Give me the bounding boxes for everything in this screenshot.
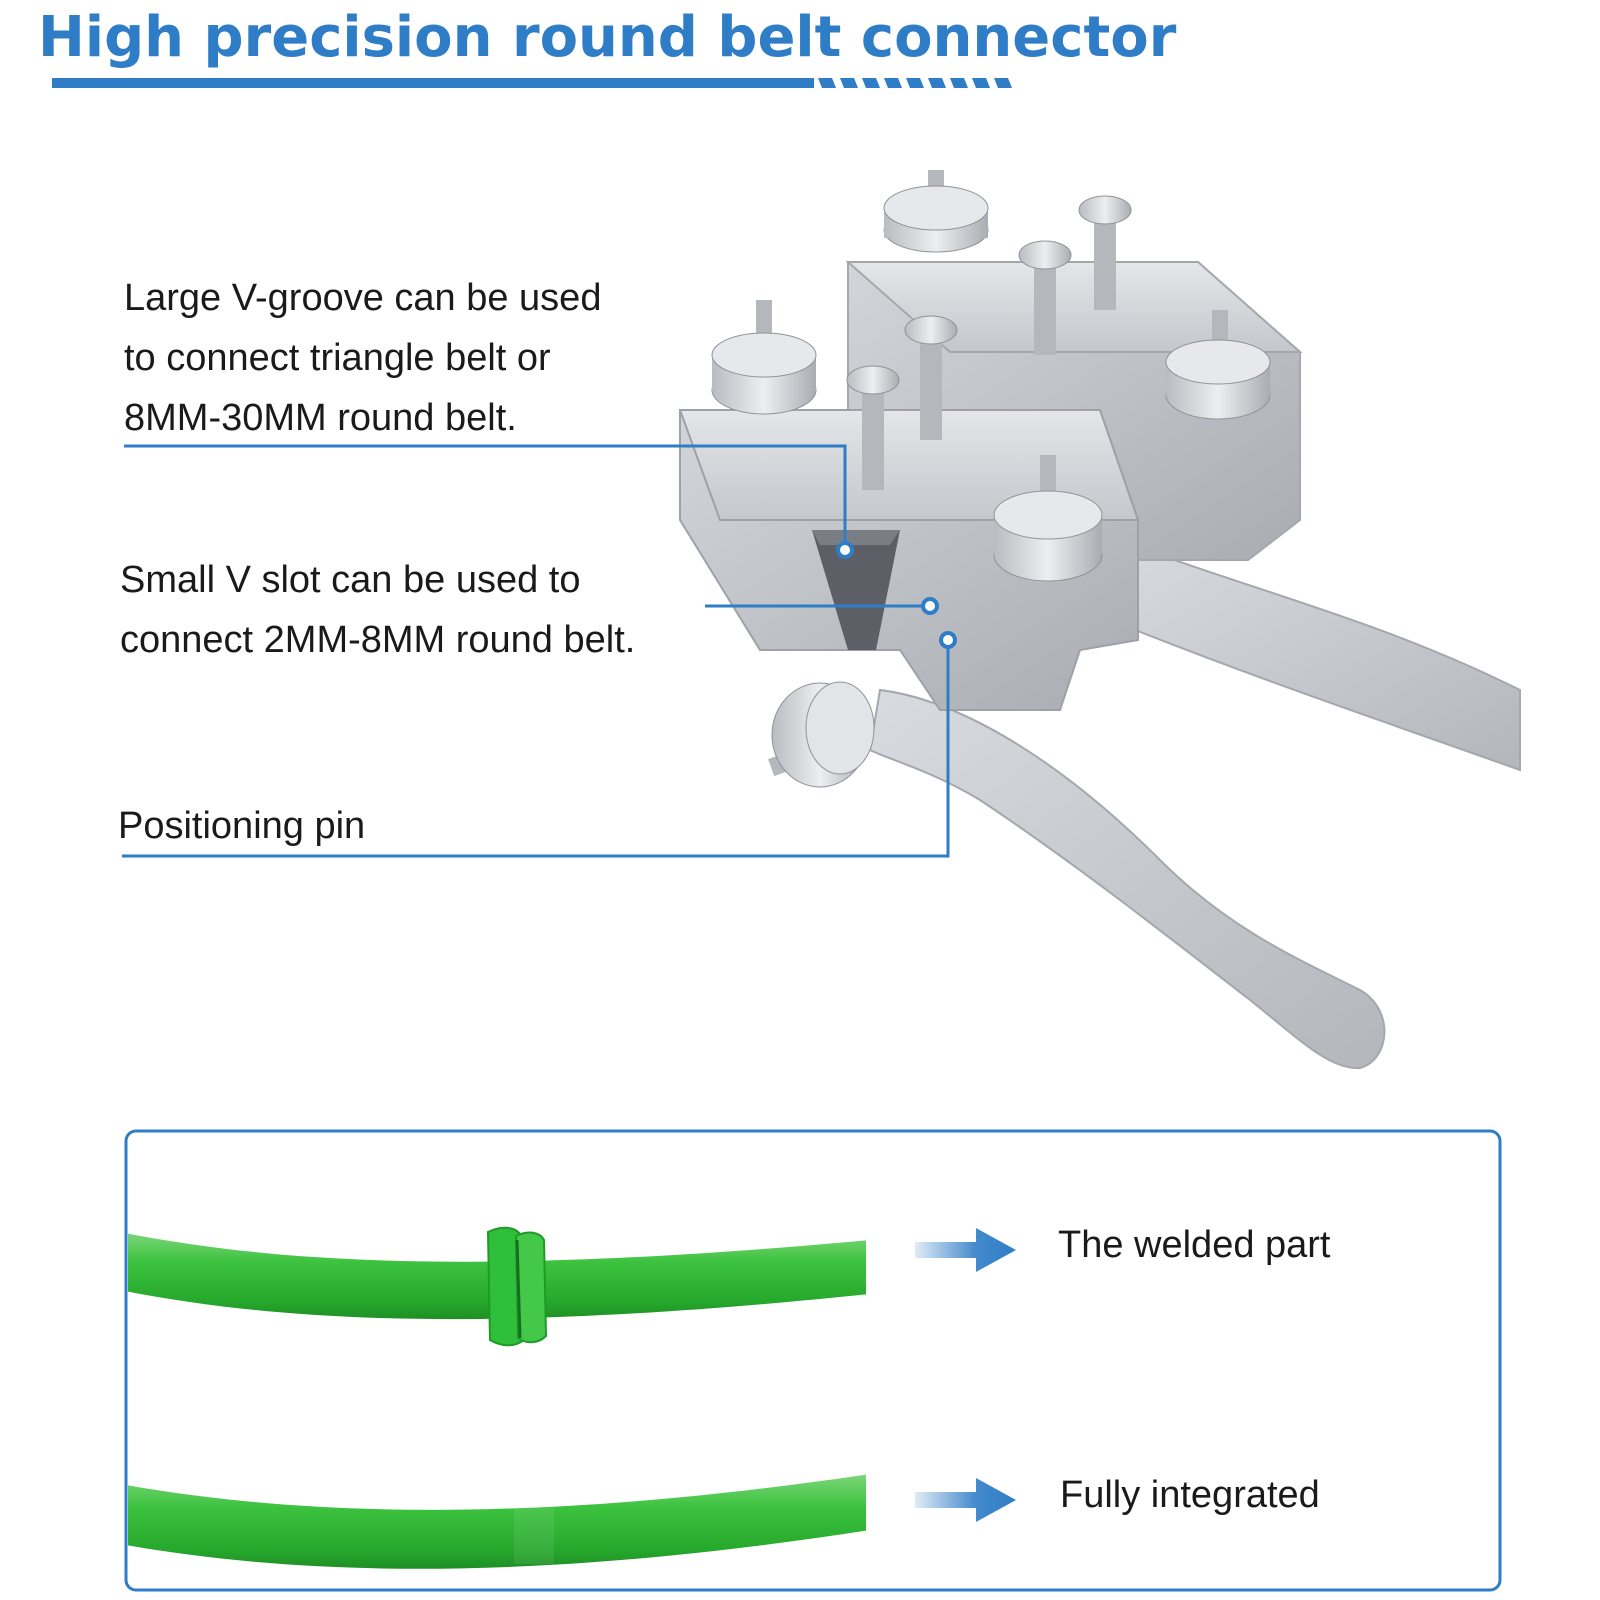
- callout-positioning-pin: Positioning pin: [118, 796, 365, 856]
- callout-positioning-pin-line-1: Positioning pin: [118, 805, 366, 847]
- callout-large-v-groove: Large V-groove can be used to connect tr…: [124, 268, 601, 448]
- right-arrow-icon: [915, 1478, 1016, 1522]
- weld-seam: [486, 1226, 548, 1347]
- title-underline-bar: [52, 78, 814, 88]
- callout-large-v-groove-line-2: to connect triangle belt or: [124, 337, 551, 379]
- front-handle: [868, 688, 1386, 1070]
- page-title: High precision round belt connector: [38, 5, 1177, 70]
- marker-small-v-slot: [921, 597, 939, 615]
- title-underline: [52, 78, 1012, 88]
- callout-markers: [836, 541, 957, 649]
- title-underline-dashes: [818, 78, 1012, 88]
- comparison-panel-frame: [124, 1129, 1502, 1592]
- welded-part-label: The welded part: [1058, 1224, 1331, 1266]
- callout-large-v-groove-line-1: Large V-groove can be used: [124, 277, 602, 319]
- leader-line-large-v-groove: [124, 444, 847, 550]
- marker-large-v-groove: [836, 541, 854, 559]
- socket-screws: [846, 195, 1132, 490]
- fully-integrated-label: Fully integrated: [1060, 1474, 1320, 1516]
- large-v-groove: [812, 530, 900, 650]
- callout-small-v-slot-line-2: connect 2MM-8MM round belt.: [120, 619, 636, 661]
- callout-small-v-slot-line-1: Small V slot can be used to: [120, 559, 581, 601]
- leader-line-positioning-pin: [122, 640, 950, 858]
- thumb-knobs: [711, 170, 1271, 788]
- right-arrow-icon: [915, 1228, 1016, 1272]
- integrated-belt: [128, 1474, 866, 1569]
- marker-positioning-pin: [939, 631, 957, 649]
- callout-leader-lines: [122, 444, 950, 858]
- callout-large-v-groove-line-3: 8MM-30MM round belt.: [124, 397, 517, 439]
- back-handle: [1108, 538, 1521, 772]
- callout-small-v-slot: Small V slot can be used to connect 2MM-…: [120, 550, 635, 670]
- belt-connector-tool-illustration: [122, 170, 1521, 1070]
